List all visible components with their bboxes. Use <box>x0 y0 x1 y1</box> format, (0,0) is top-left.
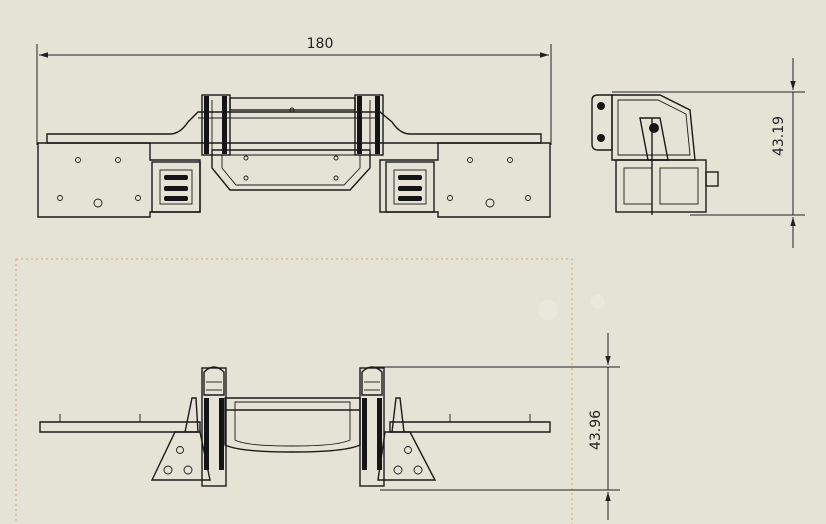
side-view[interactable]: 43.19 <box>591 58 805 248</box>
bottom-view[interactable]: 43.96 <box>15 258 620 524</box>
drag-ghost <box>538 295 605 320</box>
dimension-text-side-height: 43.19 <box>771 116 787 156</box>
dimension-overall-width[interactable]: 180 <box>36 36 552 145</box>
dimension-bottom-height[interactable]: 43.96 <box>375 333 620 520</box>
dimension-text-bottom-height: 43.96 <box>588 410 604 450</box>
dimension-side-height[interactable]: 43.19 <box>612 58 805 248</box>
view-selection-border <box>15 258 573 524</box>
front-view[interactable]: 180 <box>36 36 552 218</box>
dimension-text-overall-width: 180 <box>307 36 334 52</box>
